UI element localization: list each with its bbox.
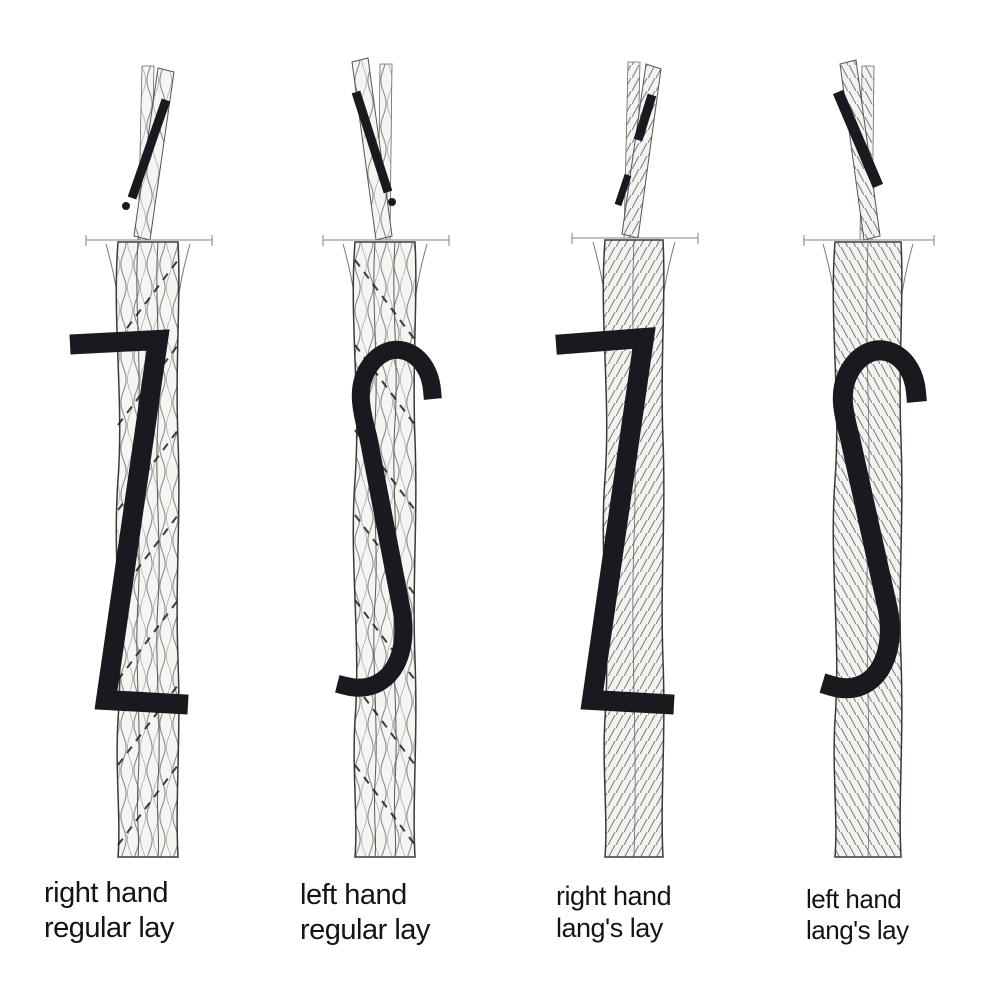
strand-seam <box>136 241 140 858</box>
figure-label-right-hand-regular-lay: right hand regular lay <box>44 876 174 946</box>
ink-blob <box>388 198 396 206</box>
figure-label-line: lang's lay <box>806 915 909 946</box>
seizing-line <box>322 235 450 246</box>
seizing-line <box>571 233 699 244</box>
lay-direction-mark-top <box>633 93 657 142</box>
rope-figure-left-hand-regular-lay <box>322 57 450 858</box>
figure-label-line: left hand <box>300 879 407 911</box>
lay-direction-mark-top <box>351 90 393 194</box>
rope-figure-right-hand-langs-lay <box>555 61 699 858</box>
figure-label-line: left hand <box>806 884 902 914</box>
figure-label-line: right hand <box>44 877 168 909</box>
z-lay-mark <box>69 329 189 715</box>
figure-label-line: regular lay <box>44 911 174 944</box>
s-lay-mark <box>819 340 927 699</box>
figure-label-line: lang's lay <box>556 913 663 944</box>
figure-label-right-hand-langs-lay: right hand lang's lay <box>556 880 672 945</box>
figure-label-left-hand-langs-lay: left hand lang's lay <box>806 884 909 946</box>
figure-label-left-hand-regular-lay: left hand regular lay <box>300 878 430 948</box>
s-lay-mark <box>335 340 442 697</box>
figure-label-line: right hand <box>556 881 672 911</box>
rope-figure-right-hand-regular-lay <box>69 65 213 858</box>
seizing-line <box>85 235 213 246</box>
lay-direction-mark-top <box>832 89 884 189</box>
lay-direction-mark-top <box>614 173 632 207</box>
seizing-line <box>803 235 935 246</box>
figure-label-line: regular lay <box>300 913 430 946</box>
z-lay-mark <box>555 327 675 715</box>
ink-blob <box>122 202 130 210</box>
lay-direction-mark-top <box>127 98 171 200</box>
rope-figure-left-hand-langs-lay <box>803 59 935 858</box>
